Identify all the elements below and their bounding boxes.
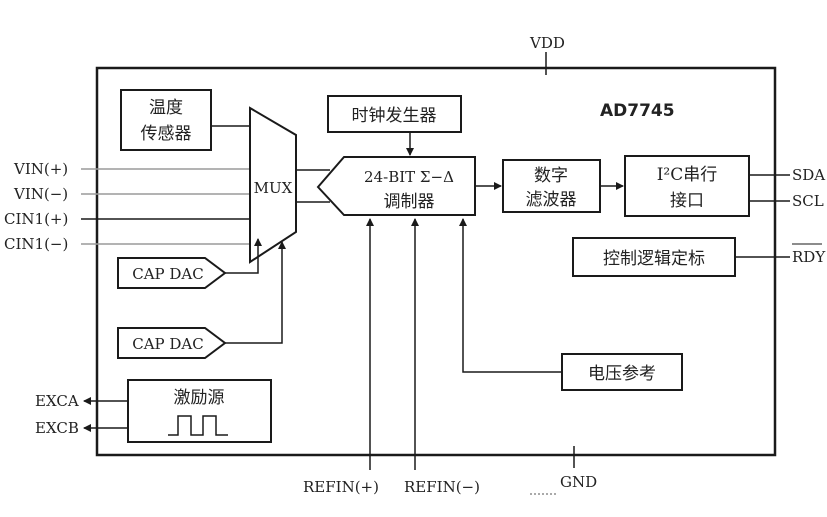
temp-sensor-label-line1: 温度 [149,98,183,118]
exca-pin-label: EXCA [35,392,79,410]
modulator-label-line1: 24-BIT Σ−Δ [364,168,454,186]
cap-dac-2-to-mux-wire [225,241,286,344]
control-logic-block [572,237,736,277]
digital-filter-label-line1: 数字 [534,166,568,186]
mux-block [249,106,297,264]
scl-pin-label: SCL [792,192,824,210]
rdy-pin-label: RDY [792,248,826,266]
clock-generator-label: 时钟发生器 [352,106,437,126]
square-wave-icon [168,415,228,436]
vin-pos-pin-label: VIN(+) [13,160,68,178]
cap-dac-1-label: CAP DAC [132,265,204,283]
digital-filter-label-line2: 滤波器 [526,190,577,210]
cin-neg-pin-label: CIN1(−) [4,235,68,253]
clock-generator-block [327,95,462,133]
gnd-pin-label: GND [560,473,597,491]
vin-neg-pin-label: VIN(−) [13,185,68,203]
temp-sensor-label-line2: 传感器 [141,124,192,144]
cap-dac-2-label: CAP DAC [132,335,204,353]
chip-name: AD7745 [600,101,675,121]
temp-sensor-block [120,89,212,151]
control-logic-label: 控制逻辑定标 [603,249,705,269]
excitation-block [127,379,272,443]
sda-pin-label: SDA [792,166,825,184]
vdd-pin-label: VDD [529,34,565,52]
vref-to-mod-arrow [459,218,562,373]
excitation-label: 激励源 [174,388,225,408]
modulator-label-line2: 调制器 [384,192,435,212]
refin-neg-pin-label: REFIN(−) [404,478,480,496]
i2c-interface-label-line2: 接口 [670,191,704,211]
cap-dac-1-block [117,257,227,289]
digital-filter-block [502,159,601,213]
cap-dac-1-to-mux-wire [225,238,262,274]
chip-outline [95,66,777,457]
voltage-reference-label: 电压参考 [588,364,656,384]
excb-pin-label: EXCB [35,419,79,437]
cap-dac-2-block [117,327,227,359]
i2c-interface-label-line1: I²C串行 [657,165,718,185]
cin-pos-pin-label: CIN1(+) [4,210,68,228]
mux-label: MUX [254,179,293,197]
i2c-interface-block [624,155,750,217]
refin-pos-pin-label: REFIN(+) [303,478,379,496]
